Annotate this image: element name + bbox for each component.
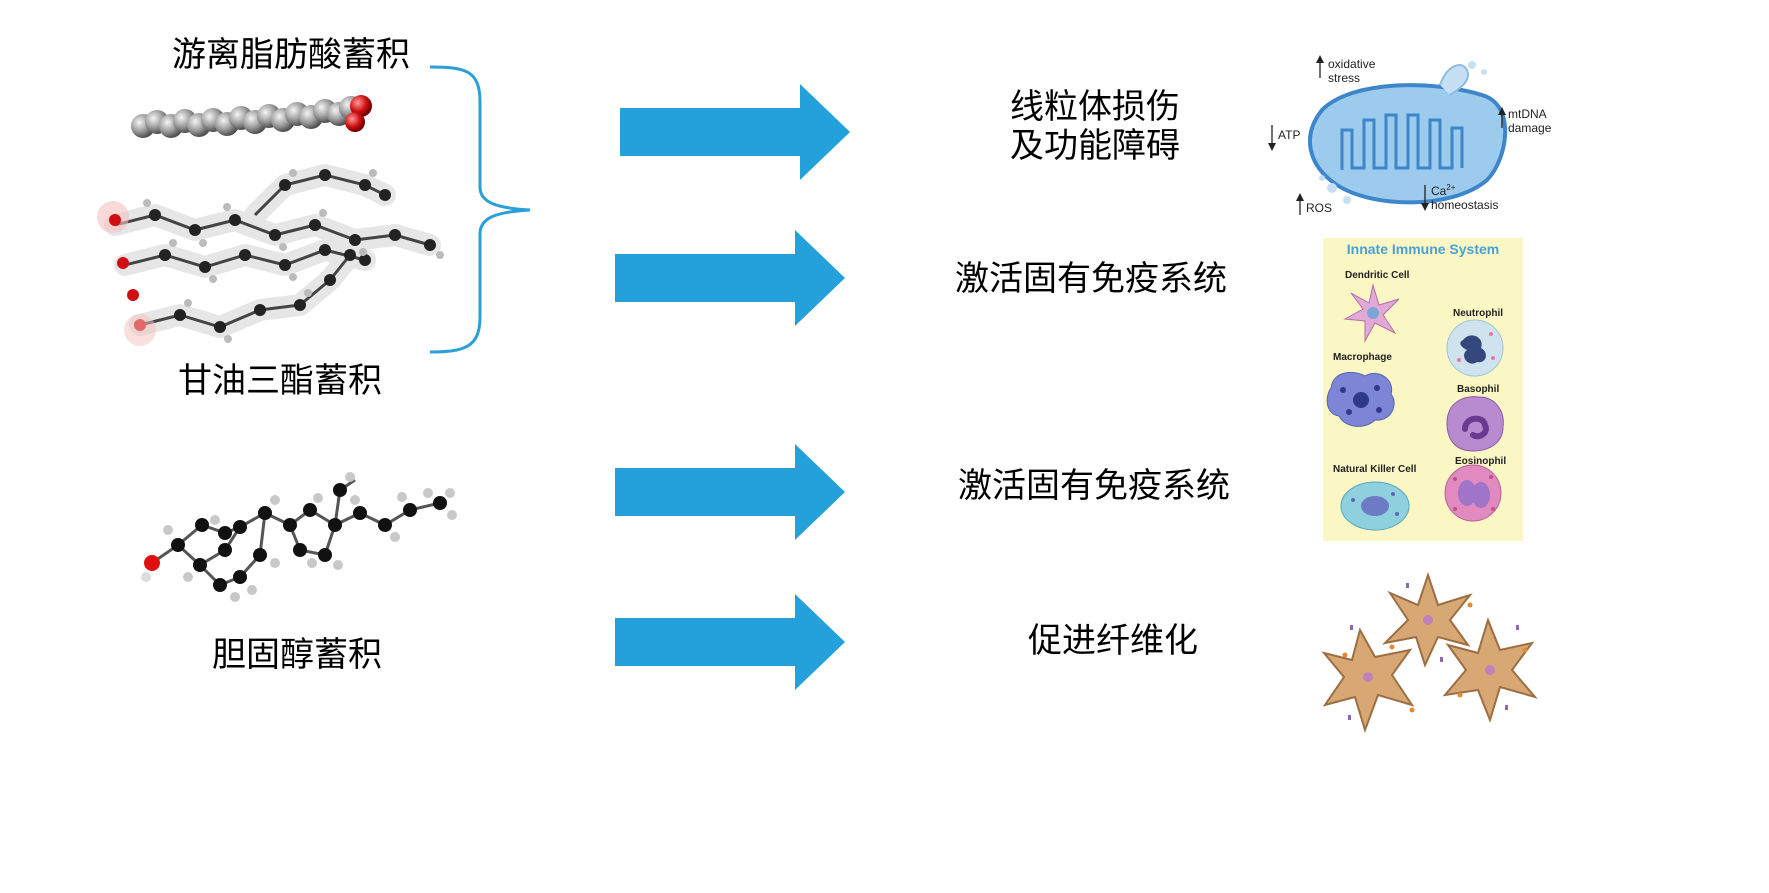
macrophage-label: Macrophage <box>1333 352 1392 363</box>
grouping-bracket <box>429 65 531 354</box>
arrow-lipids-to-mito <box>620 84 850 180</box>
nk-cell-label: Natural Killer Cell <box>1333 464 1417 475</box>
fibrosis-label: 促进纤维化 <box>1028 621 1198 661</box>
oxidative-stress-text: oxidative stress <box>1328 57 1379 85</box>
macrophage-icon <box>1326 371 1395 427</box>
cholesterol-molecule <box>141 472 457 602</box>
eosinophil-icon <box>1444 464 1502 522</box>
triglyceride-molecule <box>97 164 444 346</box>
arrow-cholesterol-to-fibrosis <box>615 594 845 690</box>
basophil-label: Basophil <box>1457 384 1499 395</box>
nk-cell-icon <box>1340 481 1410 531</box>
ca-text: Ca2+ <box>1431 183 1456 198</box>
arrow-lipids-to-innate <box>615 230 845 326</box>
mito-damage-label: 线粒体损伤 及功能障碍 <box>1010 87 1180 167</box>
mtdna-damage-text: mtDNA damage <box>1508 107 1552 135</box>
innate-immune-label-1: 激活固有免疫系统 <box>955 259 1227 299</box>
immune-panel-title: Innate Immune System <box>1347 241 1500 257</box>
fatty-acid-molecule <box>131 95 372 138</box>
dendritic-cell-label: Dendritic Cell <box>1345 270 1410 281</box>
basophil-icon <box>1446 396 1504 452</box>
neutrophil-label: Neutrophil <box>1453 308 1503 319</box>
triglyceride-label: 甘油三酯蓄积 <box>178 361 382 401</box>
innate-immune-panel: Innate Immune System Dendritic Cell Neut… <box>1323 238 1523 541</box>
cholesterol-label: 胆固醇蓄积 <box>212 635 382 675</box>
neutrophil-icon <box>1446 319 1504 377</box>
dendritic-cell-icon <box>1343 283 1400 343</box>
arrow-cholesterol-to-innate <box>615 444 845 540</box>
atp-text: ATP <box>1278 128 1300 142</box>
innate-immune-label-2: 激活固有免疫系统 <box>958 466 1230 506</box>
free-fatty-acid-label: 游离脂肪酸蓄积 <box>172 35 410 75</box>
homeostasis-text: homeostasis <box>1431 198 1498 212</box>
ros-text: ROS <box>1306 201 1332 215</box>
eosinophil-label: Eosinophil <box>1455 456 1506 467</box>
fibroblast-cluster-icon <box>1321 571 1538 734</box>
mitochondrion-icon: oxidative stress ATP ROS Ca2+ homeostasi… <box>1268 55 1552 215</box>
